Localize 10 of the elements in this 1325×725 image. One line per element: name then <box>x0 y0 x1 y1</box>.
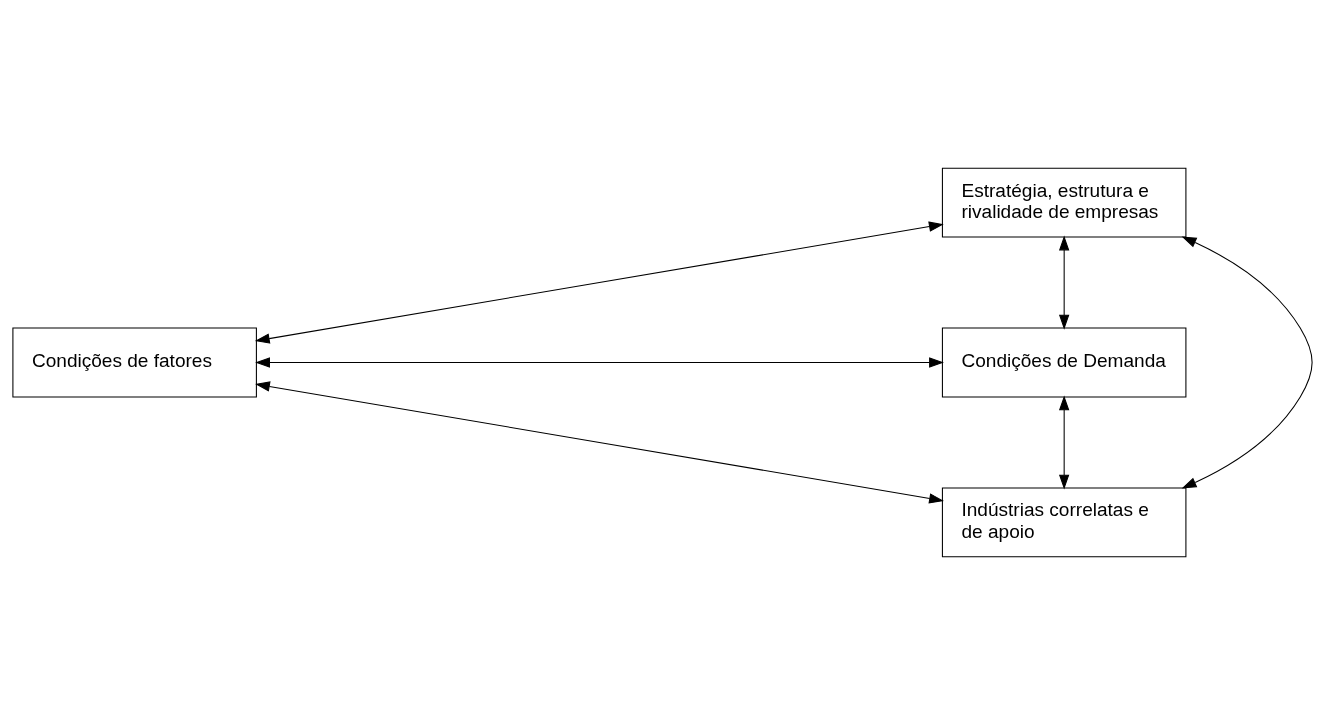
node-box: Estratégia, estrutura e rivalidade de empresas <box>941 167 1187 238</box>
arrow <box>1058 235 1070 330</box>
arrow <box>1058 395 1070 490</box>
arrow <box>255 381 944 504</box>
node-box: Condições de fatores <box>12 327 257 398</box>
node-box: Indústrias correlatas e de apoio <box>941 487 1187 558</box>
arrow <box>254 221 944 344</box>
node-box: Condições de Demanda <box>941 327 1187 398</box>
arrow <box>255 357 944 368</box>
arrow <box>1181 236 1313 489</box>
